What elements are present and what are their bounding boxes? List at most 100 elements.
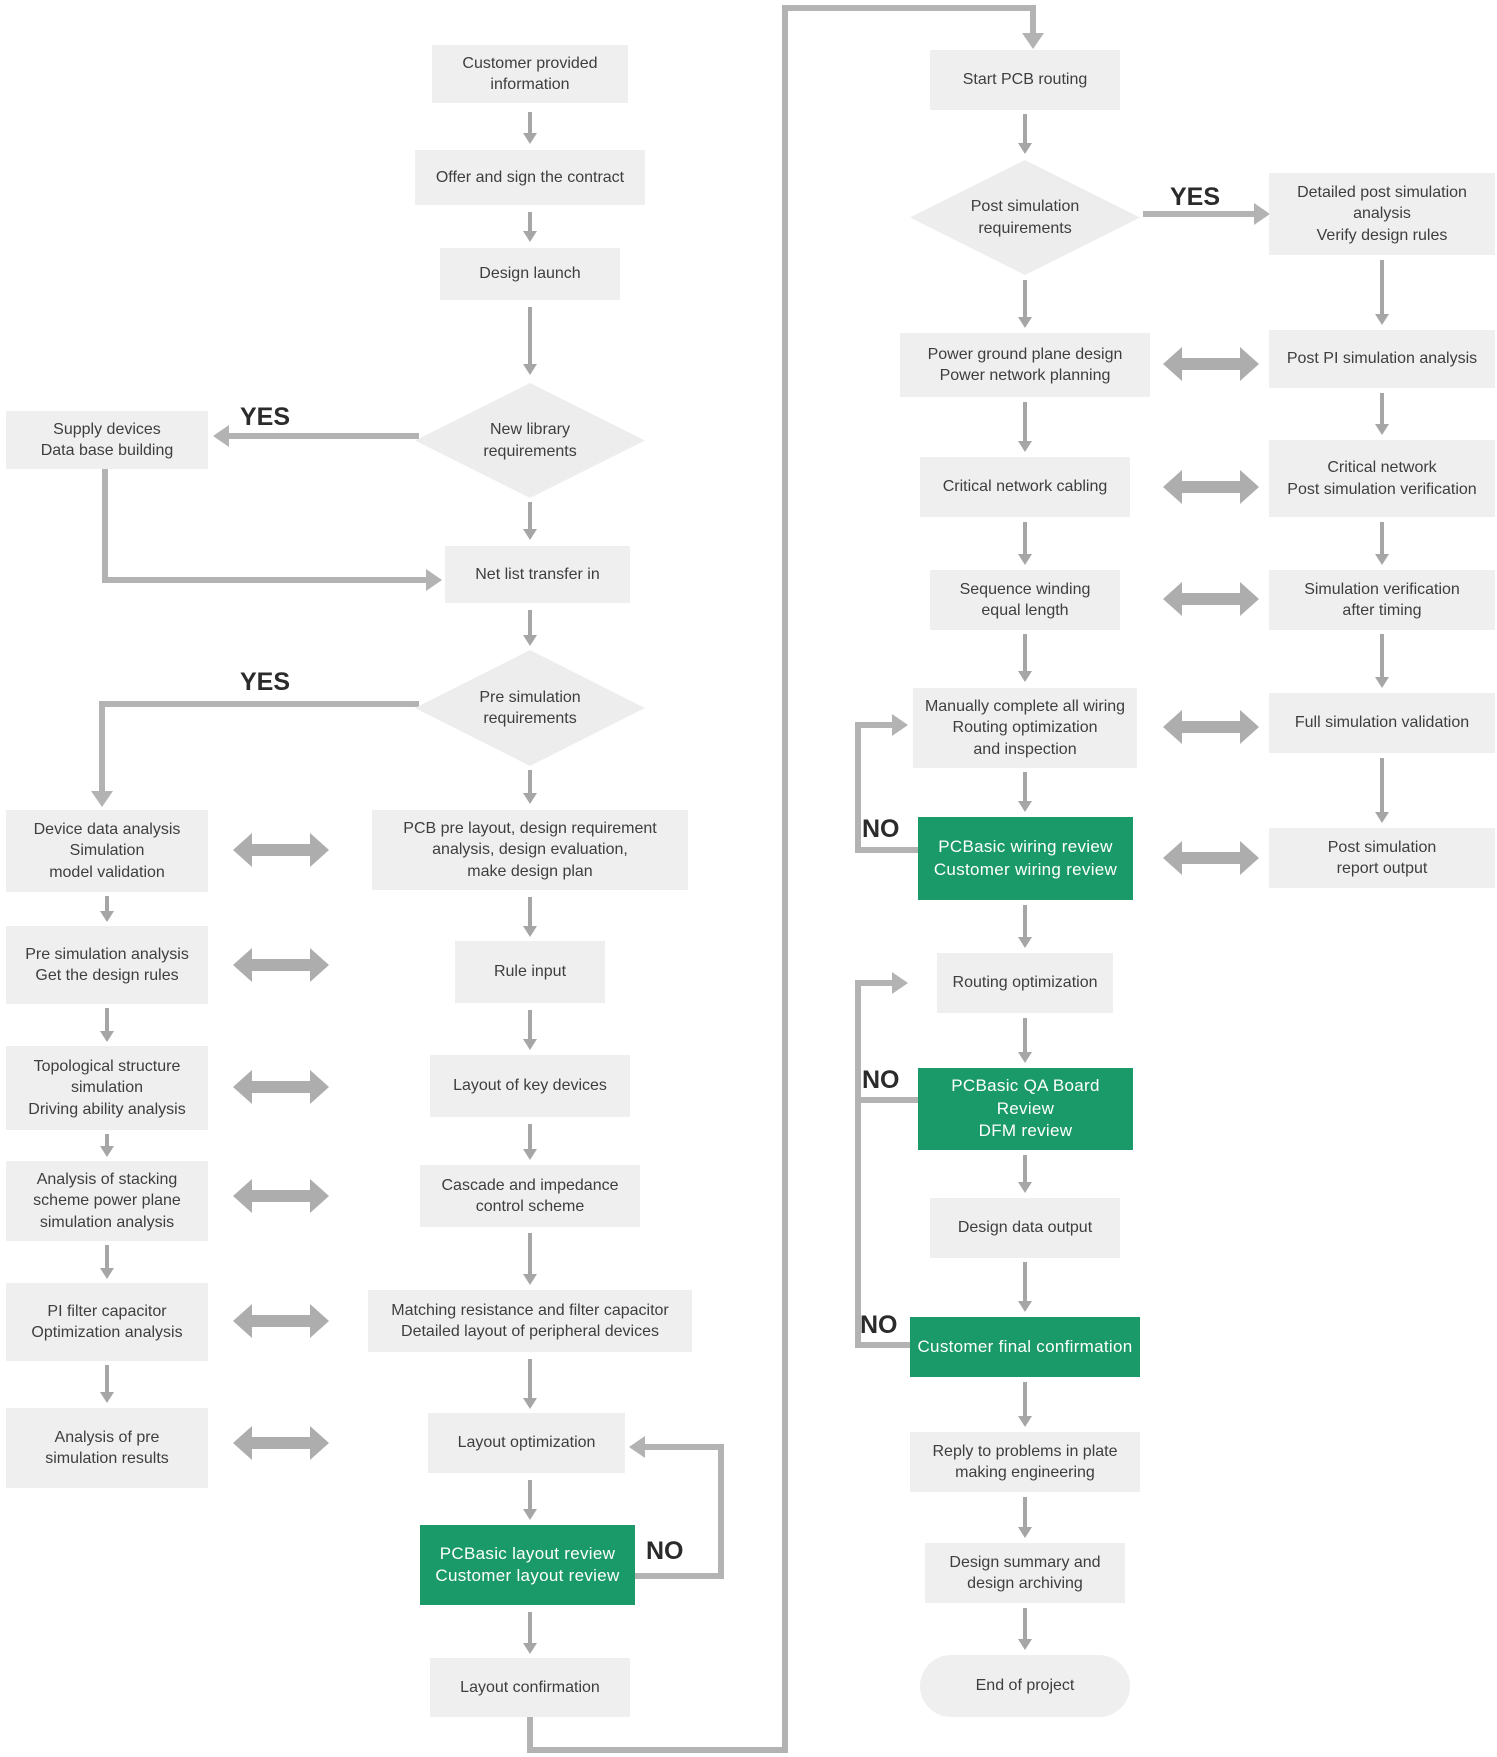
connector-line: [527, 1717, 533, 1753]
down-arrow: [523, 770, 537, 804]
connector-line: [102, 577, 428, 583]
node-post-simulation-report: Post simulation report output: [1269, 828, 1495, 888]
node-routing-optimization: Routing optimization: [937, 953, 1113, 1013]
yes-connector: [1143, 211, 1257, 217]
down-arrow: [100, 1134, 114, 1157]
no-label: NO: [646, 1537, 684, 1565]
node-power-ground-plane-design: Power ground plane design Power network …: [900, 333, 1150, 397]
double-arrow: [233, 1070, 329, 1104]
down-arrow: [100, 1008, 114, 1042]
node-end-of-project: End of project: [920, 1655, 1130, 1717]
arrowhead-left: [629, 1436, 645, 1458]
down-arrow: [1375, 393, 1389, 435]
connector-line: [527, 1747, 788, 1753]
down-arrow: [1018, 1018, 1032, 1063]
double-arrow-bar: [249, 959, 313, 971]
node-supply-devices-database: Supply devices Data base building: [6, 411, 208, 469]
double-arrow: [233, 1179, 329, 1213]
down-arrow: [1018, 634, 1032, 682]
down-arrow: [1375, 260, 1389, 325]
node-simulation-verification-timing: Simulation verification after timing: [1269, 570, 1495, 630]
yes-label: YES: [1170, 183, 1221, 211]
node-pre-simulation-analysis: Pre simulation analysis Get the design r…: [6, 926, 208, 1004]
connector-line: [1030, 5, 1036, 35]
yes-label: YES: [240, 403, 291, 431]
double-arrow-bar: [249, 844, 313, 856]
no-connector: [855, 980, 895, 986]
node-layout-optimization: Layout optimization: [428, 1413, 625, 1473]
no-label: NO: [860, 1311, 898, 1339]
double-arrow-bar: [1179, 358, 1243, 370]
node-layout-of-key-devices: Layout of key devices: [430, 1055, 630, 1117]
node-layout-confirmation: Layout confirmation: [430, 1658, 630, 1717]
arrowhead-down: [91, 791, 113, 807]
node-rule-input: Rule input: [455, 941, 605, 1003]
arrowhead-left: [213, 425, 229, 447]
node-start-pcb-routing: Start PCB routing: [930, 50, 1120, 110]
down-arrow: [523, 1359, 537, 1409]
decision-post-simulation-requirements: Post simulation requirements: [910, 160, 1140, 275]
no-connector: [632, 1573, 724, 1579]
double-arrow: [1163, 710, 1259, 744]
node-post-pi-simulation: Post PI simulation analysis: [1269, 330, 1495, 388]
double-arrow-bar: [1179, 721, 1243, 733]
down-arrow: [523, 610, 537, 646]
no-connector: [855, 725, 861, 853]
down-arrow: [100, 896, 114, 922]
node-sequence-winding-equal-length: Sequence winding equal length: [930, 570, 1120, 630]
down-arrow: [523, 1612, 537, 1654]
down-arrow: [523, 112, 537, 144]
node-net-list-transfer-in: Net list transfer in: [445, 546, 630, 603]
no-connector: [855, 722, 895, 728]
node-pcb-pre-layout: PCB pre layout, design requirement analy…: [372, 810, 688, 890]
node-device-data-analysis: Device data analysis Simulation model va…: [6, 810, 208, 892]
node-design-summary-archiving: Design summary and design archiving: [925, 1543, 1125, 1603]
node-topological-structure-simulation: Topological structure simulation Driving…: [6, 1046, 208, 1130]
node-design-data-output: Design data output: [930, 1198, 1120, 1258]
down-arrow: [523, 1233, 537, 1285]
node-manually-complete-wiring: Manually complete all wiring Routing opt…: [913, 688, 1137, 768]
down-arrow: [1018, 280, 1032, 328]
down-arrow: [100, 1245, 114, 1279]
down-arrow: [1018, 905, 1032, 948]
node-offer-and-sign-contract: Offer and sign the contract: [415, 150, 645, 205]
node-detailed-post-simulation: Detailed post simulation analysis Verify…: [1269, 173, 1495, 255]
node-customer-final-confirmation: Customer final confirmation: [910, 1317, 1140, 1377]
decision-pre-simulation-requirements: Pre simulation requirements: [415, 650, 645, 766]
down-arrow: [1018, 1608, 1032, 1650]
node-cascade-impedance-scheme: Cascade and impedance control scheme: [420, 1165, 640, 1227]
double-arrow-bar: [249, 1437, 313, 1449]
no-label: NO: [862, 1066, 900, 1094]
node-analysis-pre-simulation-results: Analysis of pre simulation results: [6, 1408, 208, 1488]
double-arrow: [1163, 841, 1259, 875]
down-arrow: [1018, 402, 1032, 452]
node-pcbasic-layout-review: PCBasic layout review Customer layout re…: [420, 1525, 635, 1605]
arrowhead-right: [1254, 203, 1270, 225]
node-matching-resistance-layout: Matching resistance and filter capacitor…: [368, 1290, 692, 1352]
down-arrow: [523, 307, 537, 375]
arrowhead-right: [892, 714, 908, 736]
down-arrow: [100, 1365, 114, 1403]
no-connector: [855, 1097, 921, 1103]
double-arrow-bar: [249, 1315, 313, 1327]
no-connector: [855, 1342, 916, 1348]
yes-connector: [99, 701, 105, 793]
arrowhead-right: [892, 972, 908, 994]
node-customer-provided-information: Customer provided information: [432, 45, 628, 103]
double-arrow: [233, 948, 329, 982]
down-arrow: [523, 502, 537, 540]
down-arrow: [1018, 1382, 1032, 1427]
double-arrow-bar: [249, 1190, 313, 1202]
node-stacking-scheme-analysis: Analysis of stacking scheme power plane …: [6, 1161, 208, 1241]
arrowhead-down: [1022, 33, 1044, 49]
node-pi-filter-capacitor: PI filter capacitor Optimization analysi…: [6, 1283, 208, 1361]
yes-label: YES: [240, 668, 291, 696]
down-arrow: [1375, 522, 1389, 565]
node-pcbasic-wiring-review: PCBasic wiring review Customer wiring re…: [918, 817, 1133, 900]
down-arrow: [1018, 1497, 1032, 1538]
connector-line: [102, 469, 108, 583]
down-arrow: [1018, 1155, 1032, 1193]
node-critical-network-cabling: Critical network cabling: [920, 457, 1130, 517]
node-reply-plate-making-problems: Reply to problems in plate making engine…: [910, 1432, 1140, 1492]
